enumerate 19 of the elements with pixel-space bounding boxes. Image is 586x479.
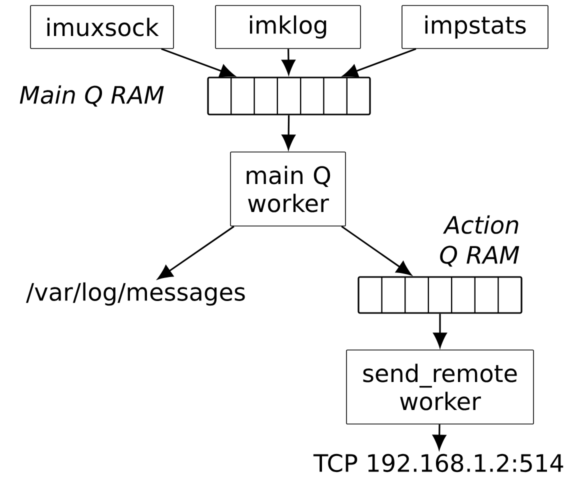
process-box: impstats	[402, 5, 548, 49]
queue-drawing	[358, 276, 522, 314]
arrow	[282, 48, 296, 75]
arrow	[282, 115, 296, 150]
arrow	[342, 48, 416, 78]
process-box: main Q worker	[230, 152, 346, 226]
arrow	[341, 226, 412, 276]
process-box: imuxsock	[30, 5, 174, 49]
arrow	[433, 314, 447, 348]
output-label: /var/log/messages	[26, 282, 245, 306]
queue-label: Action Q RAM	[440, 215, 520, 267]
process-box: imklog	[215, 5, 361, 49]
output-label: TCP 192.168.1.2:514	[313, 454, 564, 472]
arrow	[161, 48, 235, 78]
arrow	[432, 424, 446, 450]
queue-label: Main Q RAM	[20, 85, 164, 107]
process-box: send_remote worker	[346, 350, 534, 424]
queue-drawing	[207, 76, 371, 116]
arrow	[158, 226, 234, 280]
